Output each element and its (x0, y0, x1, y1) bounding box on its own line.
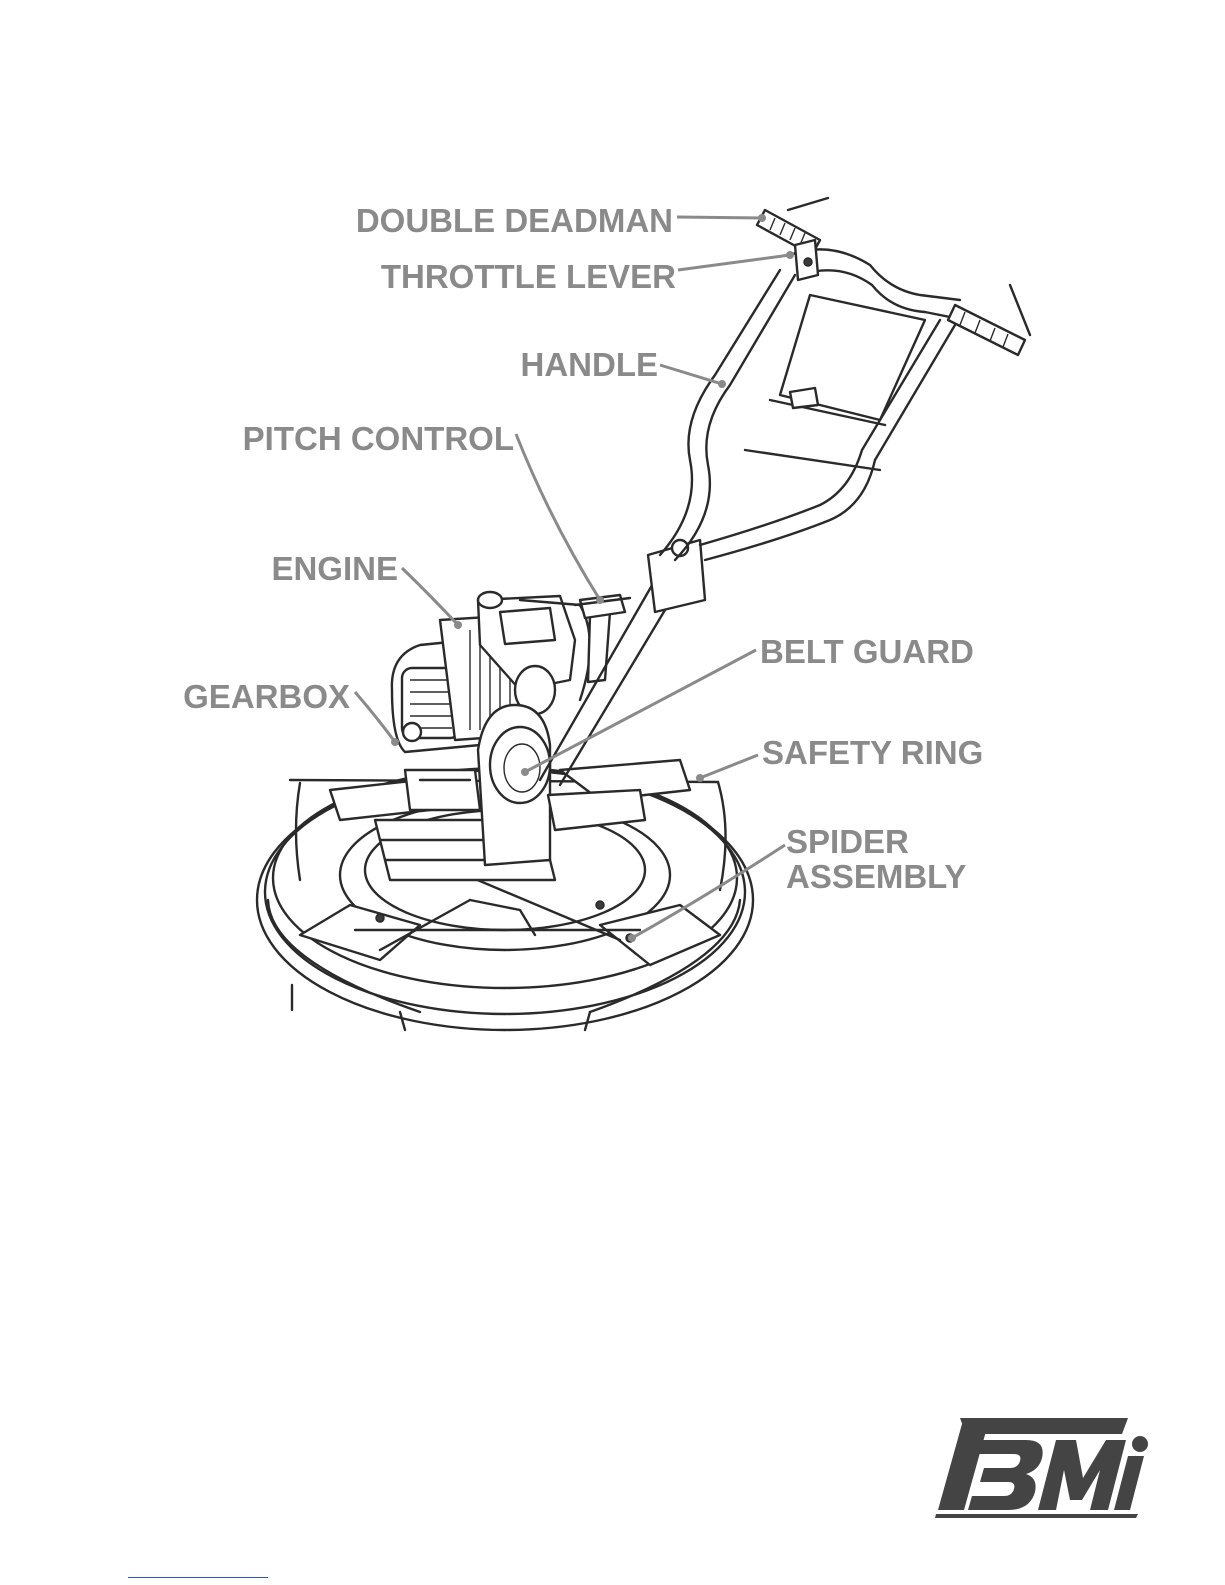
power-trowel-illustration (257, 198, 1030, 1030)
leader-spider-assembly (632, 845, 785, 938)
leader-throttle-lever (678, 255, 790, 270)
label-pitch-control: PITCH CONTROL (243, 420, 514, 457)
label-gearbox: GEARBOX (183, 678, 350, 715)
label-double-deadman: DOUBLE DEADMAN (356, 202, 673, 239)
leader-dot-gearbox (391, 738, 399, 746)
leader-double-deadman (677, 217, 762, 218)
leader-dot-belt-guard (521, 768, 529, 776)
leader-pitch-control (516, 434, 600, 600)
leader-dot-engine (454, 621, 462, 629)
label-handle: HANDLE (521, 346, 659, 383)
leader-dot-double-deadman (758, 214, 766, 222)
leader-handle (660, 365, 722, 384)
leader-gearbox (355, 692, 395, 742)
label-spider-assembly-line1: SPIDER (786, 823, 909, 860)
label-safety-ring: SAFETY RING (762, 734, 983, 771)
label-engine: ENGINE (271, 550, 398, 587)
leader-dot-handle (718, 380, 726, 388)
leader-dot-safety-ring (696, 774, 704, 782)
footer-link-underline[interactable] (128, 1577, 268, 1578)
leader-engine (402, 568, 458, 625)
label-spider-assembly-line2: ASSEMBLY (786, 858, 966, 895)
leader-dot-throttle-lever (786, 251, 794, 259)
label-throttle-lever: THROTTLE LEVER (381, 258, 676, 295)
label-belt-guard: BELT GUARD (760, 633, 974, 670)
bmi-logo-icon (935, 1418, 1148, 1518)
leader-dot-spider-assembly (628, 934, 636, 942)
leader-dot-pitch-control (596, 596, 604, 604)
leader-safety-ring (700, 755, 758, 778)
